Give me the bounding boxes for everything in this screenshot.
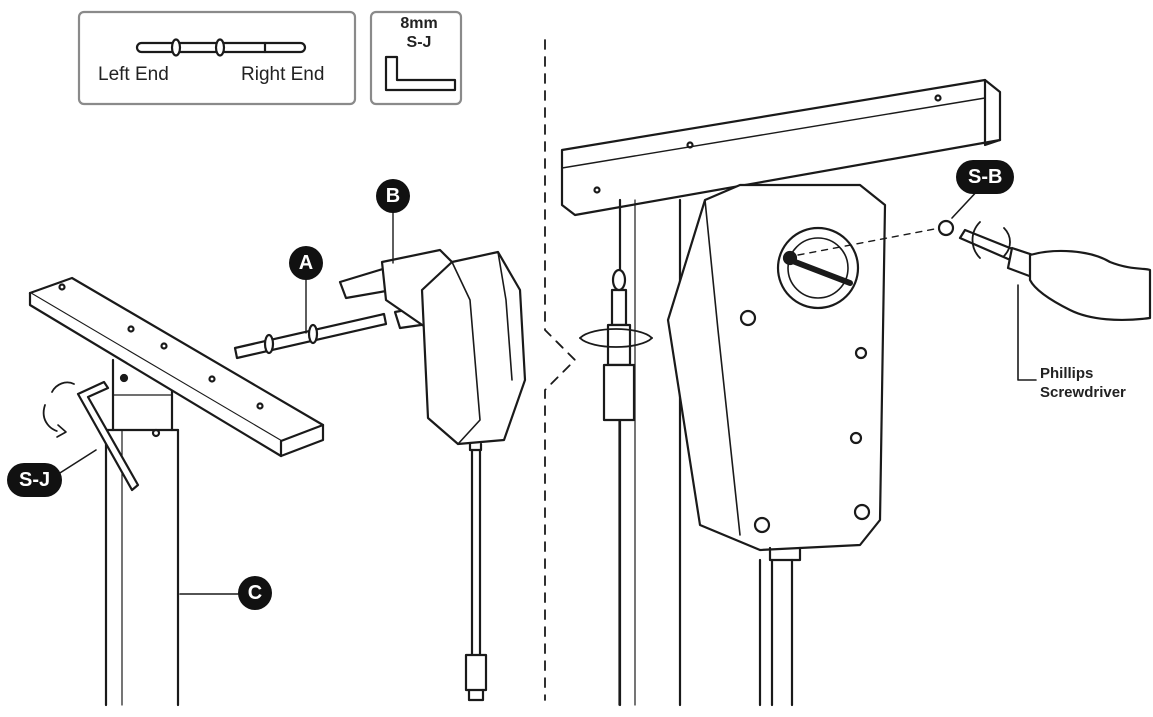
tool-legend-box <box>369 10 463 106</box>
leg-column-c <box>104 358 180 707</box>
crossbar-left <box>28 276 325 458</box>
callout-s-b: S-B <box>956 160 1015 194</box>
motor-part-b <box>338 201 527 702</box>
section-divider <box>544 39 576 701</box>
callout-s-j: S-J <box>7 463 63 497</box>
phillips-screwdriver-label: Phillips Screwdriver <box>1040 364 1126 402</box>
callout-a: A <box>289 246 323 280</box>
shaft-part-a <box>233 274 388 360</box>
tool-size-value: 8mm <box>400 15 438 32</box>
allen-key-s-j <box>42 380 140 492</box>
screwdriver-label-line1: Phillips <box>1040 365 1094 382</box>
tool-size-label: 8mm S-J <box>380 14 458 52</box>
motor-housing-right <box>666 183 887 707</box>
vertical-screwdriver <box>579 268 653 706</box>
callout-b: B <box>376 179 410 213</box>
allen-key-legend-icon <box>384 55 457 92</box>
screwdriver-label-line2: Screwdriver <box>1040 384 1126 401</box>
right-end-label: Right End <box>241 64 325 85</box>
shaft-legend-icon <box>135 38 307 57</box>
shaft-legend-box <box>77 10 357 106</box>
callout-c: C <box>238 576 272 610</box>
tool-code-value: S-J <box>406 34 432 51</box>
screw-s-b <box>937 219 955 237</box>
hand-illustration <box>1028 249 1152 322</box>
left-end-label: Left End <box>98 64 169 85</box>
screw-guide-line <box>797 227 941 256</box>
